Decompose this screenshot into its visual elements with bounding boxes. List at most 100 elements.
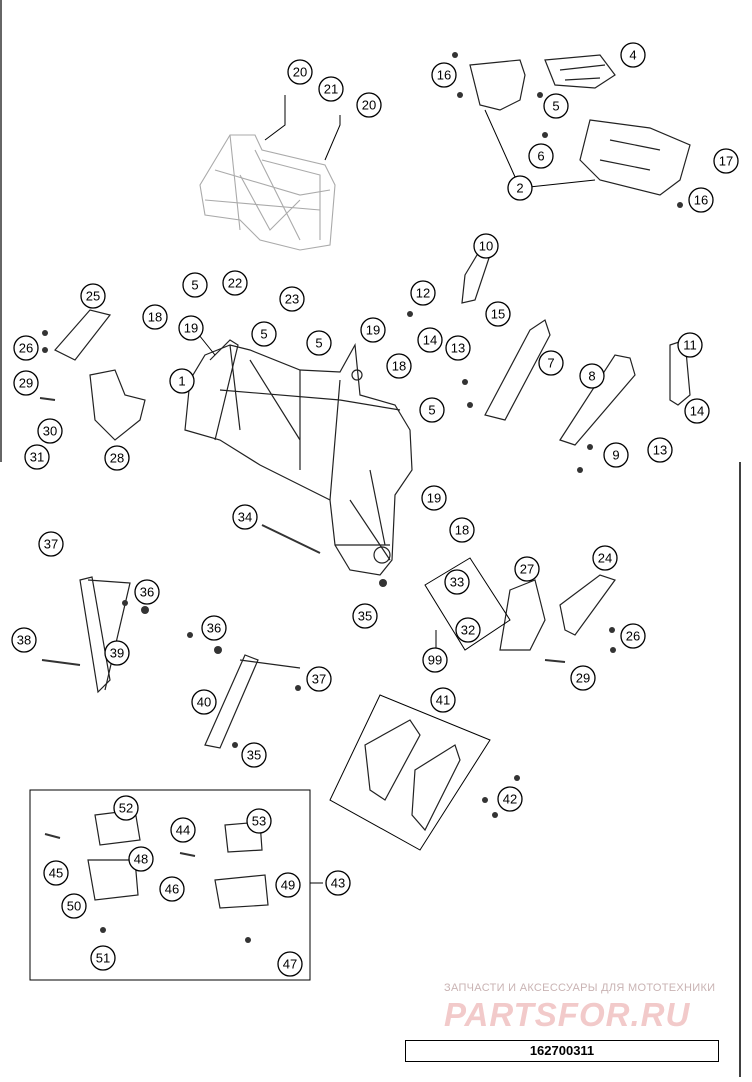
ghost-frame-drawing (199, 134, 336, 251)
callout-51: 51 (90, 945, 116, 971)
callout-4: 4 (620, 42, 646, 68)
svg-text:5: 5 (552, 99, 559, 114)
left-footrest-bracket-drawing (54, 309, 146, 441)
callout-13a: 13 (445, 335, 471, 361)
hardware-dots (42, 52, 683, 943)
callout-40: 40 (191, 689, 217, 715)
callout-36a: 36 (134, 579, 160, 605)
callout-5d: 5 (306, 330, 332, 356)
svg-text:1: 1 (178, 374, 185, 389)
callout-10: 10 (473, 233, 499, 259)
svg-text:33: 33 (450, 575, 464, 590)
right-footrest-bracket-drawing (499, 574, 616, 651)
svg-text:19: 19 (184, 321, 198, 336)
callout-5e: 5 (419, 397, 445, 423)
svg-text:44: 44 (176, 823, 190, 838)
callout-18b: 18 (386, 353, 412, 379)
callout-34: 34 (232, 504, 258, 530)
svg-text:37: 37 (312, 672, 326, 687)
svg-text:50: 50 (67, 899, 81, 914)
svg-text:53: 53 (252, 814, 266, 829)
callout-16a: 16 (431, 62, 457, 88)
callout-99: 99 (422, 647, 448, 673)
svg-text:37: 37 (44, 537, 58, 552)
callout-53: 53 (246, 808, 272, 834)
svg-text:34: 34 (238, 510, 252, 525)
callout-5c: 5 (251, 321, 277, 347)
callout-15: 15 (485, 301, 511, 327)
callout-35b: 35 (241, 742, 267, 768)
callout-32: 32 (455, 617, 481, 643)
callout-47: 47 (277, 951, 303, 977)
callout-18a: 18 (142, 304, 168, 330)
callout-11: 11 (677, 332, 703, 358)
callout-6: 6 (528, 143, 554, 169)
part-99-box (424, 557, 511, 651)
svg-text:19: 19 (427, 491, 441, 506)
callout-49: 49 (275, 872, 301, 898)
callout-2: 2 (507, 175, 533, 201)
callout-21: 21 (318, 76, 344, 102)
callout-39: 39 (104, 640, 130, 666)
callout-46: 46 (159, 876, 185, 902)
svg-text:2: 2 (516, 181, 523, 196)
svg-text:49: 49 (281, 878, 295, 893)
callout-19a: 19 (178, 315, 204, 341)
callout-35a: 35 (352, 603, 378, 629)
svg-text:20: 20 (362, 98, 376, 113)
callout-28: 28 (104, 445, 130, 471)
watermark-logo: PARTSFOR.RU (444, 996, 691, 1033)
svg-text:9: 9 (612, 448, 619, 463)
svg-text:25: 25 (86, 289, 100, 304)
footpeg-kit-box (29, 789, 323, 981)
svg-text:39: 39 (110, 646, 124, 661)
svg-text:52: 52 (119, 801, 133, 816)
svg-text:47: 47 (283, 957, 297, 972)
callout-16b: 16 (688, 187, 714, 213)
svg-text:5: 5 (191, 278, 198, 293)
svg-text:10: 10 (479, 239, 493, 254)
callout-8: 8 (579, 363, 605, 389)
svg-text:99: 99 (428, 653, 442, 668)
svg-text:5: 5 (315, 336, 322, 351)
callout-44: 44 (170, 817, 196, 843)
callout-17: 17 (713, 148, 739, 174)
svg-text:26: 26 (19, 341, 33, 356)
callout-19b: 19 (360, 317, 386, 343)
watermark-tagline: ЗАПЧАСТИ И АКСЕССУАРЫ ДЛЯ МОТОТЕХНИКИ (444, 982, 716, 994)
svg-text:11: 11 (683, 338, 697, 353)
svg-text:31: 31 (30, 450, 44, 465)
svg-text:14: 14 (423, 333, 437, 348)
svg-text:5: 5 (260, 327, 267, 342)
callout-52: 52 (113, 795, 139, 821)
svg-text:8: 8 (588, 369, 595, 384)
svg-text:17: 17 (719, 154, 733, 169)
svg-text:5: 5 (428, 403, 435, 418)
callout-48: 48 (128, 846, 154, 872)
callout-27: 27 (514, 556, 540, 582)
svg-text:19: 19 (366, 323, 380, 338)
svg-text:24: 24 (598, 551, 612, 566)
svg-text:6: 6 (537, 149, 544, 164)
svg-text:42: 42 (503, 792, 517, 807)
svg-text:7: 7 (547, 356, 554, 371)
svg-text:29: 29 (576, 671, 590, 686)
svg-text:40: 40 (197, 695, 211, 710)
callout-14a: 14 (417, 327, 443, 353)
svg-text:27: 27 (520, 562, 534, 577)
callout-43: 43 (325, 870, 351, 896)
callout-5a: 5 (543, 93, 569, 119)
bolts (39, 397, 566, 857)
main-frame-drawing (184, 339, 413, 576)
svg-text:21: 21 (324, 82, 338, 97)
svg-text:36: 36 (140, 585, 154, 600)
callout-26b: 26 (620, 623, 646, 649)
callout-22: 22 (222, 270, 248, 296)
svg-text:18: 18 (148, 310, 162, 325)
callout-20a: 20 (287, 59, 313, 85)
callout-19c: 19 (421, 485, 447, 511)
svg-text:48: 48 (134, 852, 148, 867)
callout-26a: 26 (13, 335, 39, 361)
svg-text:20: 20 (293, 65, 307, 80)
svg-text:35: 35 (247, 748, 261, 763)
